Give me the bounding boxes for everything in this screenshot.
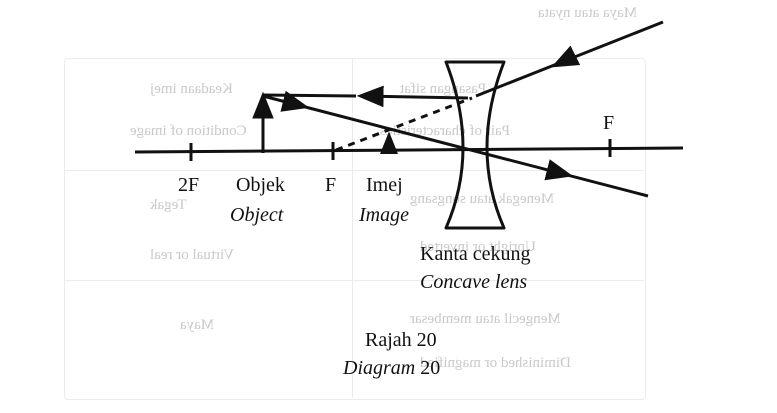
label-lens-malay: Kanta cekung — [420, 243, 531, 265]
label-objek: Objek — [236, 174, 285, 196]
parallel-ray-incident — [262, 93, 357, 98]
bleed-through-row-divider — [64, 280, 644, 281]
central-ray — [262, 94, 649, 198]
principal-axis — [134, 146, 684, 154]
diverging-ray — [475, 20, 664, 98]
label-f-right: F — [603, 112, 615, 134]
label-f-left: F — [325, 174, 337, 196]
virtual-ray-extension — [335, 96, 473, 152]
label-image: Image — [359, 204, 409, 226]
bleed-through-table — [64, 58, 646, 400]
caption-malay: Rajah 20 — [365, 329, 437, 351]
central-ray-arrow-1 — [280, 90, 310, 112]
label-imej: Imej — [366, 174, 403, 196]
bleed-through-row-divider — [64, 170, 644, 171]
diverging-ray-arrow — [551, 45, 581, 68]
central-ray-arrow-2 — [544, 159, 574, 181]
caption-english: Diagram 20 — [343, 357, 441, 379]
parallel-ray-incident-arrow — [356, 85, 469, 108]
label-object: Object — [230, 204, 284, 226]
label-2f: 2F — [178, 174, 200, 196]
label-lens-english: Concave lens — [420, 271, 528, 293]
concave-lens — [444, 60, 506, 230]
bleed-through-column-divider — [352, 58, 353, 398]
